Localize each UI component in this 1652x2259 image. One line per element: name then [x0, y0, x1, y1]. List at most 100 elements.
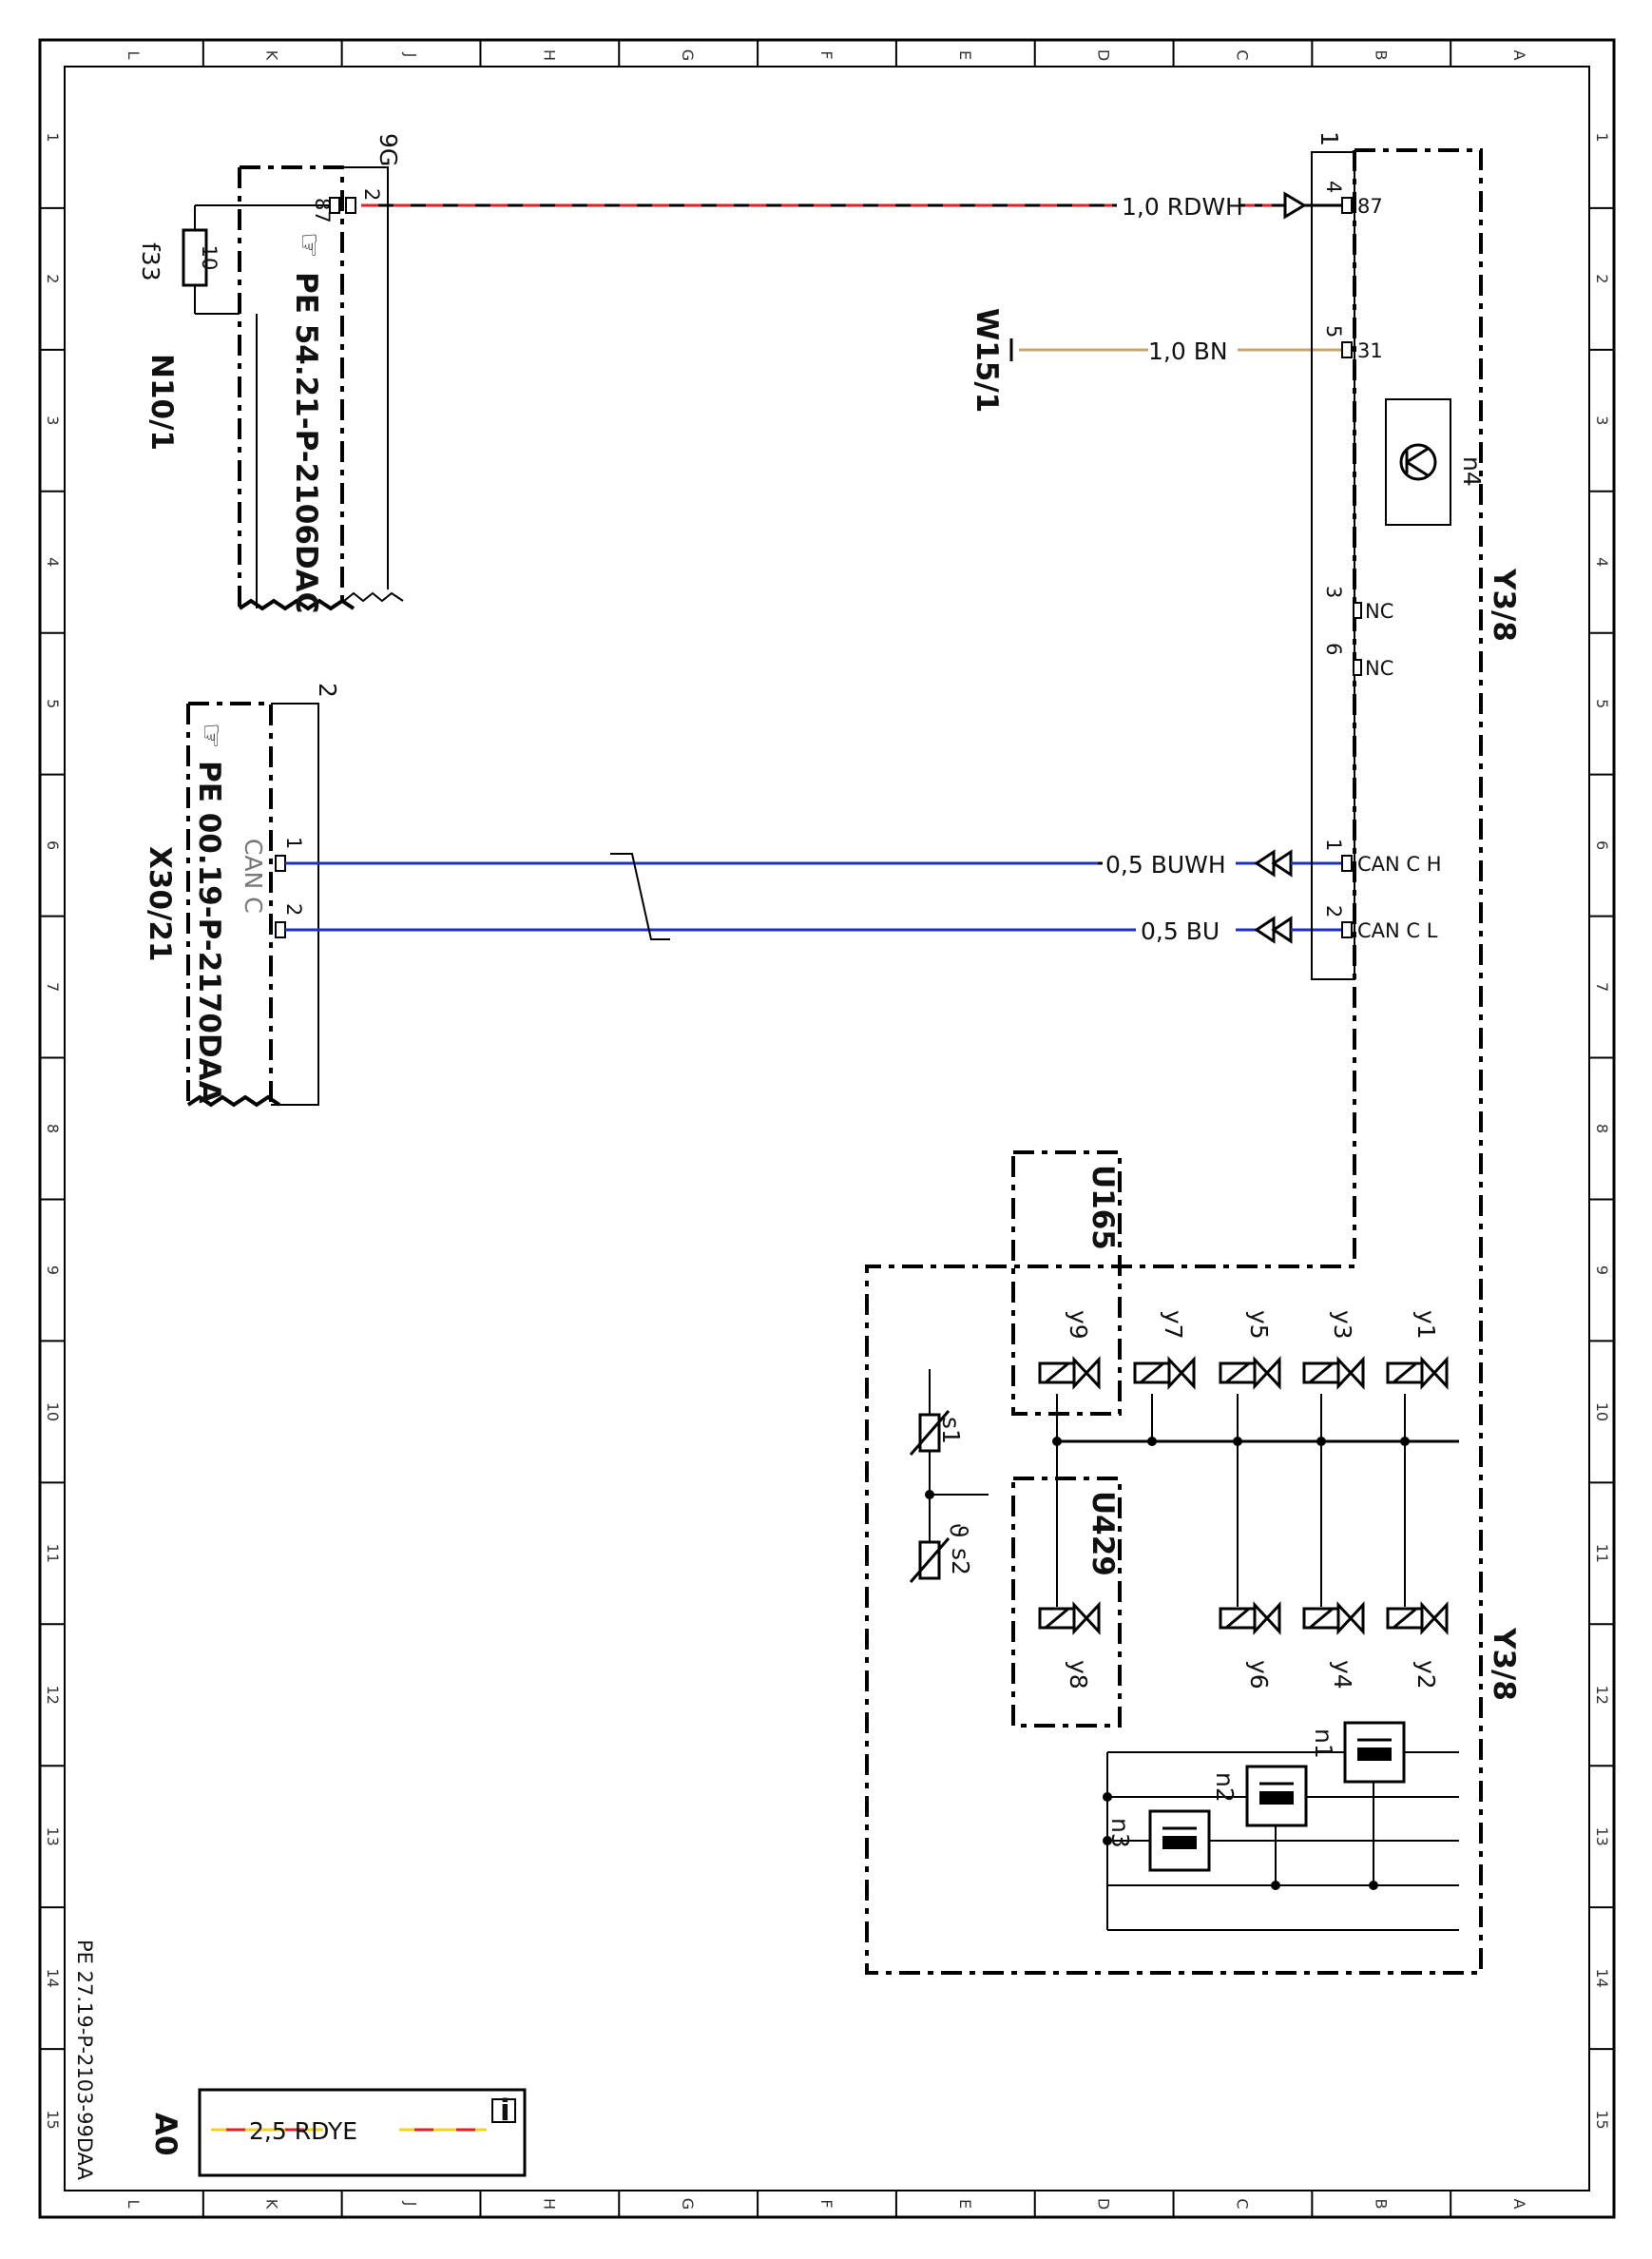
svg-text:31: 31: [1357, 339, 1383, 362]
wire-bn: 1,0 BN W15/1: [970, 308, 1342, 413]
grid-letter-top: G: [679, 49, 697, 61]
grid-letter-top: H: [540, 49, 558, 61]
grid-number-right: 5: [1593, 699, 1611, 708]
grid-number-left: 3: [44, 415, 62, 425]
speed-sensor-n3: n3: [1106, 1809, 1211, 1872]
valve-y6: y6: [1219, 1603, 1281, 1689]
svg-text:5: 5: [1322, 325, 1345, 338]
svg-text:y4: y4: [1329, 1660, 1356, 1689]
valve-y7: y7: [1133, 1310, 1196, 1388]
svg-text:6: 6: [1322, 643, 1345, 655]
temperature-sensor-icon: ϑ: [945, 1523, 972, 1537]
fuse-f33-symbol: [182, 228, 208, 287]
x30-terminal-1: [275, 855, 286, 872]
y3-terminal-can-l: 2 CAN C L: [1322, 905, 1438, 942]
u165-block: U165: [1011, 1150, 1122, 1416]
grid-number-left: 8: [44, 1124, 62, 1133]
y3-designation-bottom: Y3/8: [1487, 1627, 1521, 1701]
n4-label: n4: [1458, 456, 1486, 487]
x30-bus: CAN C: [240, 839, 267, 914]
grid-number-right: 3: [1593, 415, 1611, 425]
y3-terminal-can-h: 1 CAN C H: [1322, 839, 1442, 876]
document-reference: PE 27.19-P-2103-99DAA: [73, 1940, 96, 2181]
n4-box: [1385, 398, 1451, 526]
grid-letter-top: B: [1372, 50, 1390, 61]
svg-text:CAN C H: CAN C H: [1357, 853, 1442, 876]
grid-letter-top: C: [1233, 49, 1251, 60]
bidirectional-arrow-icon: [1254, 916, 1293, 944]
svg-text:y3: y3: [1329, 1310, 1356, 1340]
drawing-frame: [38, 38, 1616, 2219]
speed-sensor-n2: n2: [1211, 1765, 1308, 1827]
grid-number-right: 14: [1593, 1968, 1611, 1987]
x30-designation: X30/21: [143, 846, 177, 962]
valve-y1: y1: [1386, 1310, 1449, 1388]
u429-block: U429: [1011, 1477, 1122, 1728]
y3-terminal-87: 4 87: [1322, 181, 1383, 218]
svg-text:2: 2: [1322, 905, 1345, 917]
svg-text:n3: n3: [1106, 1818, 1134, 1848]
wire-label: 1,0 RDWH: [1122, 193, 1243, 221]
svg-text:U165: U165: [1085, 1165, 1120, 1250]
grid-number-left: 15: [44, 2110, 62, 2129]
svg-text:s1: s1: [937, 1417, 965, 1444]
wire-bu: 0,5 BU: [285, 916, 1342, 945]
y3-terminal-nc-3: 3 NC: [1322, 586, 1393, 623]
grid-number-left: 13: [44, 1826, 62, 1845]
grid-number-left: 1: [44, 132, 62, 142]
grid-letter-bottom: D: [1095, 2198, 1113, 2210]
svg-text:n1: n1: [1310, 1728, 1337, 1759]
valve-bus: [1052, 1394, 1459, 1607]
n10-pin2: 2: [360, 188, 383, 201]
grid-letter-top: L: [125, 51, 143, 60]
x30-ref-icon: ☞: [194, 723, 228, 749]
info-icon: [491, 2098, 516, 2123]
grid-number-right: 6: [1593, 840, 1611, 850]
grid-letter-bottom: K: [263, 2199, 281, 2210]
wire-label: 1,0 BN: [1148, 338, 1228, 365]
grid-letter-bottom: L: [125, 2200, 143, 2209]
grid-letter-bottom: H: [540, 2198, 558, 2210]
svg-text:y9: y9: [1065, 1310, 1092, 1340]
n10-ref-icon: ☞: [292, 232, 326, 259]
wire-label: 0,5 BUWH: [1105, 851, 1226, 878]
grid-number-right: 10: [1593, 1402, 1611, 1421]
w15-designation: W15/1: [970, 308, 1004, 413]
svg-text:y5: y5: [1245, 1310, 1273, 1340]
svg-text:4: 4: [1322, 181, 1345, 193]
grid-number-left: 7: [44, 982, 62, 992]
grid-number-left: 10: [44, 1402, 62, 1421]
svg-text:y6: y6: [1245, 1660, 1273, 1689]
grid-letter-bottom: A: [1510, 2199, 1528, 2210]
arrow-right-icon: [1283, 191, 1307, 220]
fuse-rating: 10: [198, 245, 221, 271]
x30-ref: PE 00.19-P-2170DAA: [192, 761, 226, 1104]
svg-text:1: 1: [1322, 839, 1345, 851]
n10-code: 9G: [375, 133, 402, 166]
grid-number-right: 8: [1593, 1124, 1611, 1133]
grid-number-left: 12: [44, 1686, 62, 1705]
svg-text:3: 3: [1322, 586, 1345, 598]
grid-number-right: 13: [1593, 1826, 1611, 1845]
grid-letter-top: K: [263, 50, 281, 61]
valve-y3: y3: [1302, 1310, 1365, 1388]
y3-designation-top: Y3/8: [1487, 568, 1521, 642]
grid-letter-bottom: G: [679, 2198, 697, 2210]
valve-y5: y5: [1219, 1310, 1281, 1388]
grid-letter-bottom: E: [956, 2199, 974, 2209]
grid-number-left: 4: [44, 557, 62, 567]
sensor-s1: s1: [909, 1369, 989, 1578]
grid-number-left: 9: [44, 1265, 62, 1275]
x30-21-connector: ☞ PE 00.19-P-2170DAA X30/21 CAN C 1 2 2: [143, 683, 341, 1108]
grid-number-left: 2: [44, 274, 62, 283]
legend-code: A0: [148, 2113, 182, 2156]
svg-text:NC: NC: [1365, 600, 1393, 623]
grid-number-right: 15: [1593, 2110, 1611, 2129]
grid-letter-bottom: C: [1233, 2198, 1251, 2209]
grid-letter-top: A: [1510, 50, 1528, 61]
x30-terminal-2: [275, 921, 286, 938]
n10-terminal-2: [345, 197, 356, 214]
grid-letter-bottom: B: [1372, 2199, 1390, 2210]
legend-label: 2,5 RDYE: [249, 2117, 357, 2145]
legend: i 2,5 RDYE A0: [148, 2088, 527, 2177]
